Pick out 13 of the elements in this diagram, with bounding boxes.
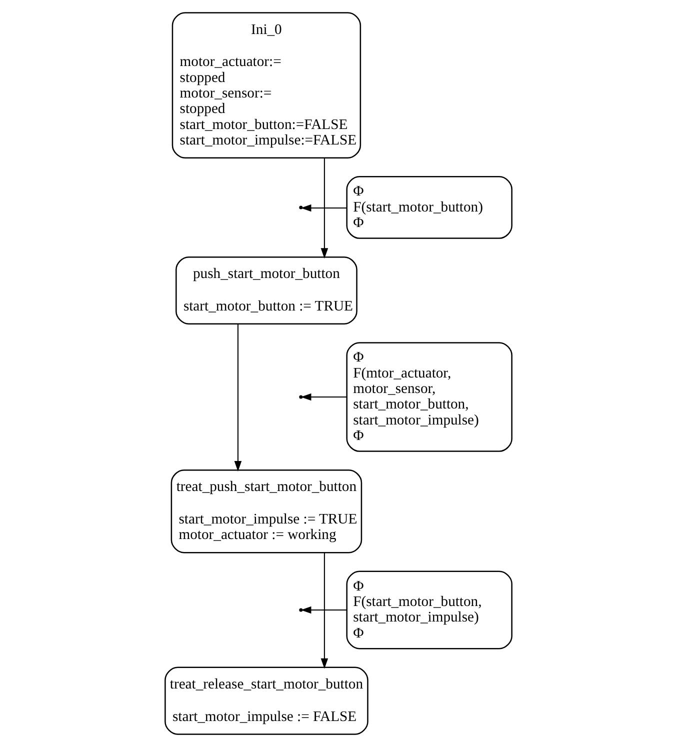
arrow: [300, 204, 347, 212]
arrow: [320, 552, 328, 669]
node-box: treat_push_start_motor_button start_motor_impulse := TRUE motor_actuator := working: [170, 469, 362, 554]
node-box: Φ F(start_motor_button) Φ: [346, 176, 512, 239]
node-box: treat_release_start_motor_button start_motor_impulse := FALSE: [164, 666, 368, 735]
arrow: [300, 393, 347, 401]
node-box: Ini_0 motor_actuator:= stopped motor_sensor:= stopped start_motor_button:=FALSE start_motor_impulse:=FALSE: [172, 12, 362, 159]
node-box: Φ F(start_motor_button, start_motor_impulse) Φ: [346, 570, 512, 650]
arrow: [234, 324, 242, 472]
arrow: [320, 158, 328, 259]
arrow: [300, 606, 347, 614]
node-box: push_start_motor_button start_motor_button := TRUE: [176, 256, 358, 325]
node-box: Φ F(mtor_actuator, motor_sensor, start_motor_button, start_motor_impulse) Φ: [346, 342, 512, 452]
